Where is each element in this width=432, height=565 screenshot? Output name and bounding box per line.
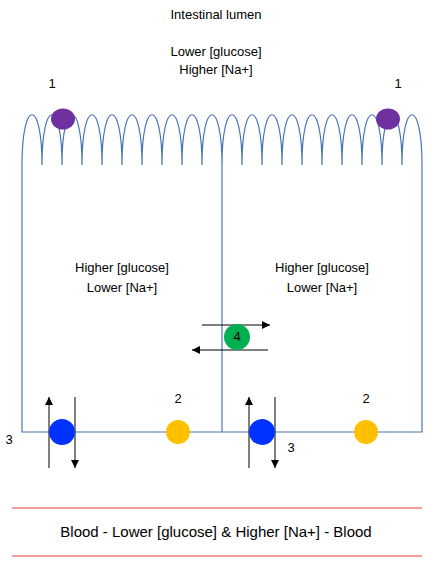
transporter-2	[166, 420, 190, 444]
callout-number: 2	[362, 392, 369, 407]
callout-number: 1	[394, 77, 401, 92]
transporter-1	[51, 109, 75, 130]
transporter-3	[49, 419, 75, 445]
cell-membrane	[22, 165, 422, 432]
callout-number: 1	[48, 77, 55, 92]
concentration-note: Lower [glucose]	[170, 45, 261, 60]
concentration-note: Higher [Na+]	[179, 63, 252, 78]
transporter-1	[376, 109, 400, 130]
microvilli-border	[22, 115, 422, 165]
epithelial-cell: Higher [glucose] Lower [Na+]	[22, 165, 222, 432]
cell-divider	[221, 165, 222, 432]
concentration-note: Blood - Lower [glucose] & Higher [Na+] -…	[60, 523, 371, 540]
flow-arrow	[192, 350, 268, 351]
transporter-3	[249, 419, 275, 445]
cell-concentration: Lower [Na+]	[87, 281, 157, 296]
cell-concentration: Higher [glucose]	[275, 261, 369, 276]
callout-number: 3	[5, 433, 12, 448]
transporter-2	[354, 420, 378, 444]
callout-number: 3	[287, 441, 294, 456]
transporter-4	[224, 324, 250, 350]
region-label: Intestinal lumen	[170, 8, 261, 23]
cell-concentration: Higher [glucose]	[75, 261, 169, 276]
callout-number: 2	[174, 392, 181, 407]
cell-concentration: Lower [Na+]	[287, 281, 357, 296]
callout-number: 4	[233, 330, 240, 345]
blood-boundary	[12, 555, 422, 556]
blood-boundary	[12, 507, 422, 508]
epithelial-cell: Higher [glucose] Lower [Na+]	[222, 165, 422, 432]
